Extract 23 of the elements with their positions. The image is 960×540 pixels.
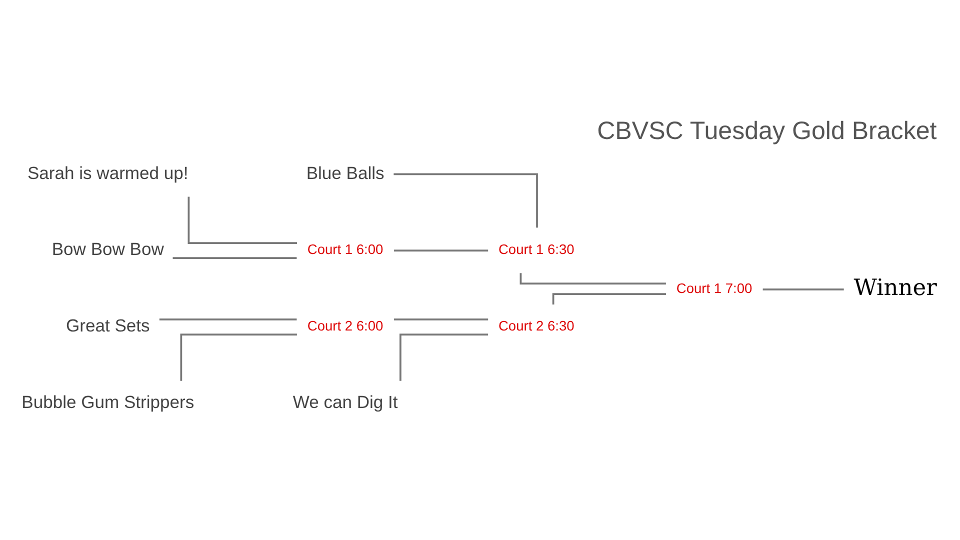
node-text: Court 2 6:00 [307,318,384,334]
node-text: Blue Balls [306,162,384,183]
connector [394,318,488,320]
connector [394,250,488,252]
node-text: Court 1 6:00 [307,242,384,258]
connector [552,293,666,304]
connector [159,318,297,320]
node-text: Winner [854,274,937,301]
connector [762,288,844,290]
node-text: Court 2 6:30 [498,318,574,334]
node-text: Sarah is warmed up! [27,162,188,183]
node-text: Great Sets [66,316,150,336]
node-text: Bubble Gum Strippers [22,392,194,412]
connector [172,257,297,260]
node-text: Bow Bow Bow [52,239,164,260]
connector [188,196,298,244]
connector [400,334,488,381]
connector [180,334,297,381]
node-text: Court 1 6:30 [498,242,574,258]
diagram-title: CBVSC Tuesday Gold Bracket [597,117,937,146]
connector [394,173,538,228]
node-text: Court 1 7:00 [676,280,752,296]
node-text: We can Dig It [292,392,398,412]
